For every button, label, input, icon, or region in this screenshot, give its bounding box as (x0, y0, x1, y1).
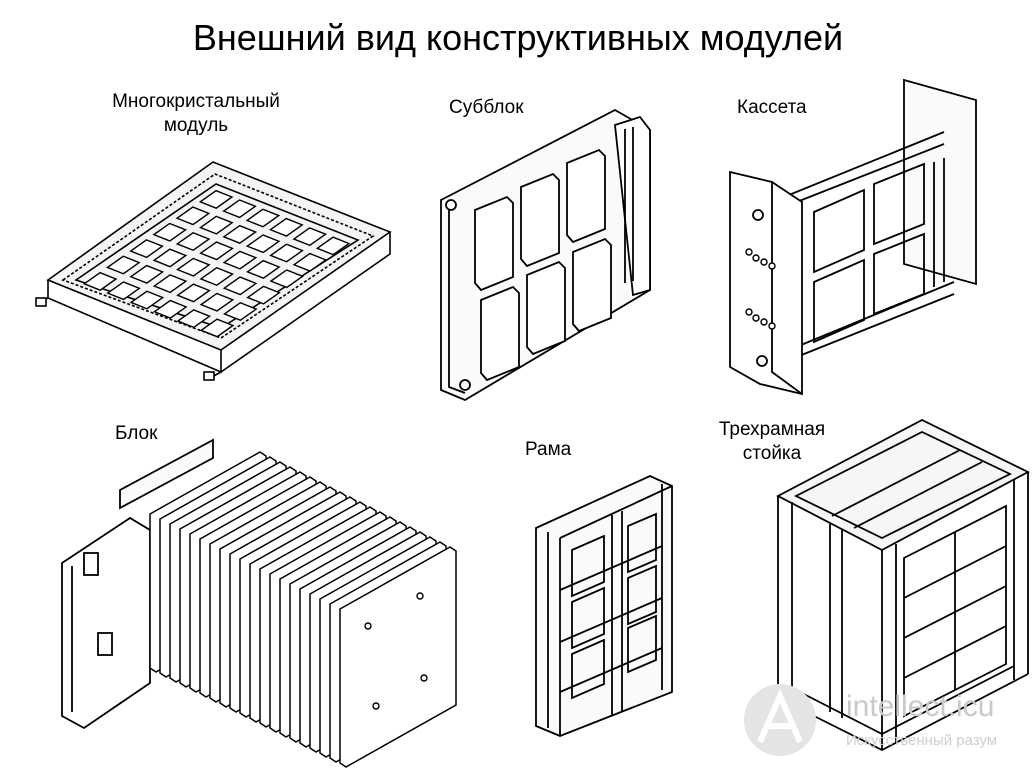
label-line: стойка (742, 443, 802, 464)
chip (129, 239, 164, 259)
chip (245, 234, 281, 254)
label-frame: Рама (525, 438, 571, 462)
watermark-logo-icon (744, 684, 816, 756)
watermark-text: intellect.icu (846, 690, 995, 723)
label-line: Субблок (449, 97, 524, 118)
chip (199, 292, 235, 312)
chip (269, 269, 305, 289)
watermark-subtitle: Искусственный разум (846, 732, 998, 749)
frame-illustration (532, 470, 677, 740)
chip (199, 215, 234, 235)
chip (292, 252, 328, 272)
label-line: Кассета (737, 97, 807, 118)
chip (153, 299, 188, 319)
chip (129, 264, 165, 284)
cassette-drawing (729, 78, 977, 396)
label-line: Трехрамная (718, 419, 826, 440)
chip (175, 231, 211, 252)
subblock-drawing (440, 108, 651, 402)
chip (246, 285, 281, 305)
frame-drawing (535, 475, 673, 737)
label-cassette: Кассета (737, 96, 807, 120)
multichip-module-drawing (35, 161, 392, 381)
subblock-illustration (435, 105, 665, 410)
chip (176, 309, 212, 329)
chip (199, 241, 234, 261)
chip (106, 281, 141, 301)
block-drawing (61, 438, 457, 768)
chip (175, 206, 211, 226)
chip (269, 243, 304, 263)
chip (245, 208, 281, 228)
three-frame-rack-illustration (770, 412, 1032, 752)
chip (222, 250, 258, 270)
three-frame-rack-drawing (776, 418, 1030, 752)
chip (152, 248, 188, 268)
page-title: Внешний вид конструктивных модулей (192, 17, 844, 58)
chip (199, 266, 235, 287)
chip (176, 283, 211, 303)
chip (129, 290, 165, 310)
label-subblock: Субблок (449, 96, 524, 120)
label-line: модуль (163, 115, 229, 136)
block-illustration (58, 438, 457, 768)
chip (223, 301, 258, 322)
chip (82, 271, 118, 291)
block-fin (339, 546, 457, 768)
chip (269, 217, 304, 237)
label-block: Блок (115, 422, 157, 446)
chip (176, 257, 211, 277)
chip (315, 236, 351, 256)
chip (106, 255, 141, 275)
label-multichip-module: Многокристальный модуль (90, 90, 302, 138)
multichip-module-illustration (35, 150, 398, 390)
chip (152, 222, 188, 242)
chip (198, 189, 234, 209)
label-three-frame-rack: Трехрамная стойка (704, 418, 840, 466)
chip (222, 199, 257, 219)
chip (222, 224, 258, 244)
chip (199, 318, 235, 338)
label-line: Рама (525, 439, 572, 460)
chip (222, 276, 258, 296)
chip (246, 259, 281, 279)
cassette-illustration (724, 72, 984, 402)
label-line: Блок (115, 423, 158, 444)
chip (152, 274, 188, 294)
chip (292, 227, 328, 247)
label-line: Многокристальный (112, 91, 280, 112)
